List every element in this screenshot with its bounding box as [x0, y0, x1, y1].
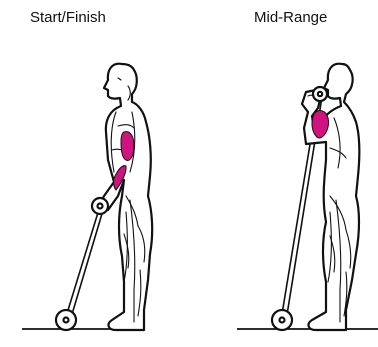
figure-start-finish: [22, 64, 152, 330]
cable-left: [65, 206, 100, 320]
figure-mid-range: [237, 64, 378, 330]
biceps-highlight-left: [121, 132, 134, 161]
